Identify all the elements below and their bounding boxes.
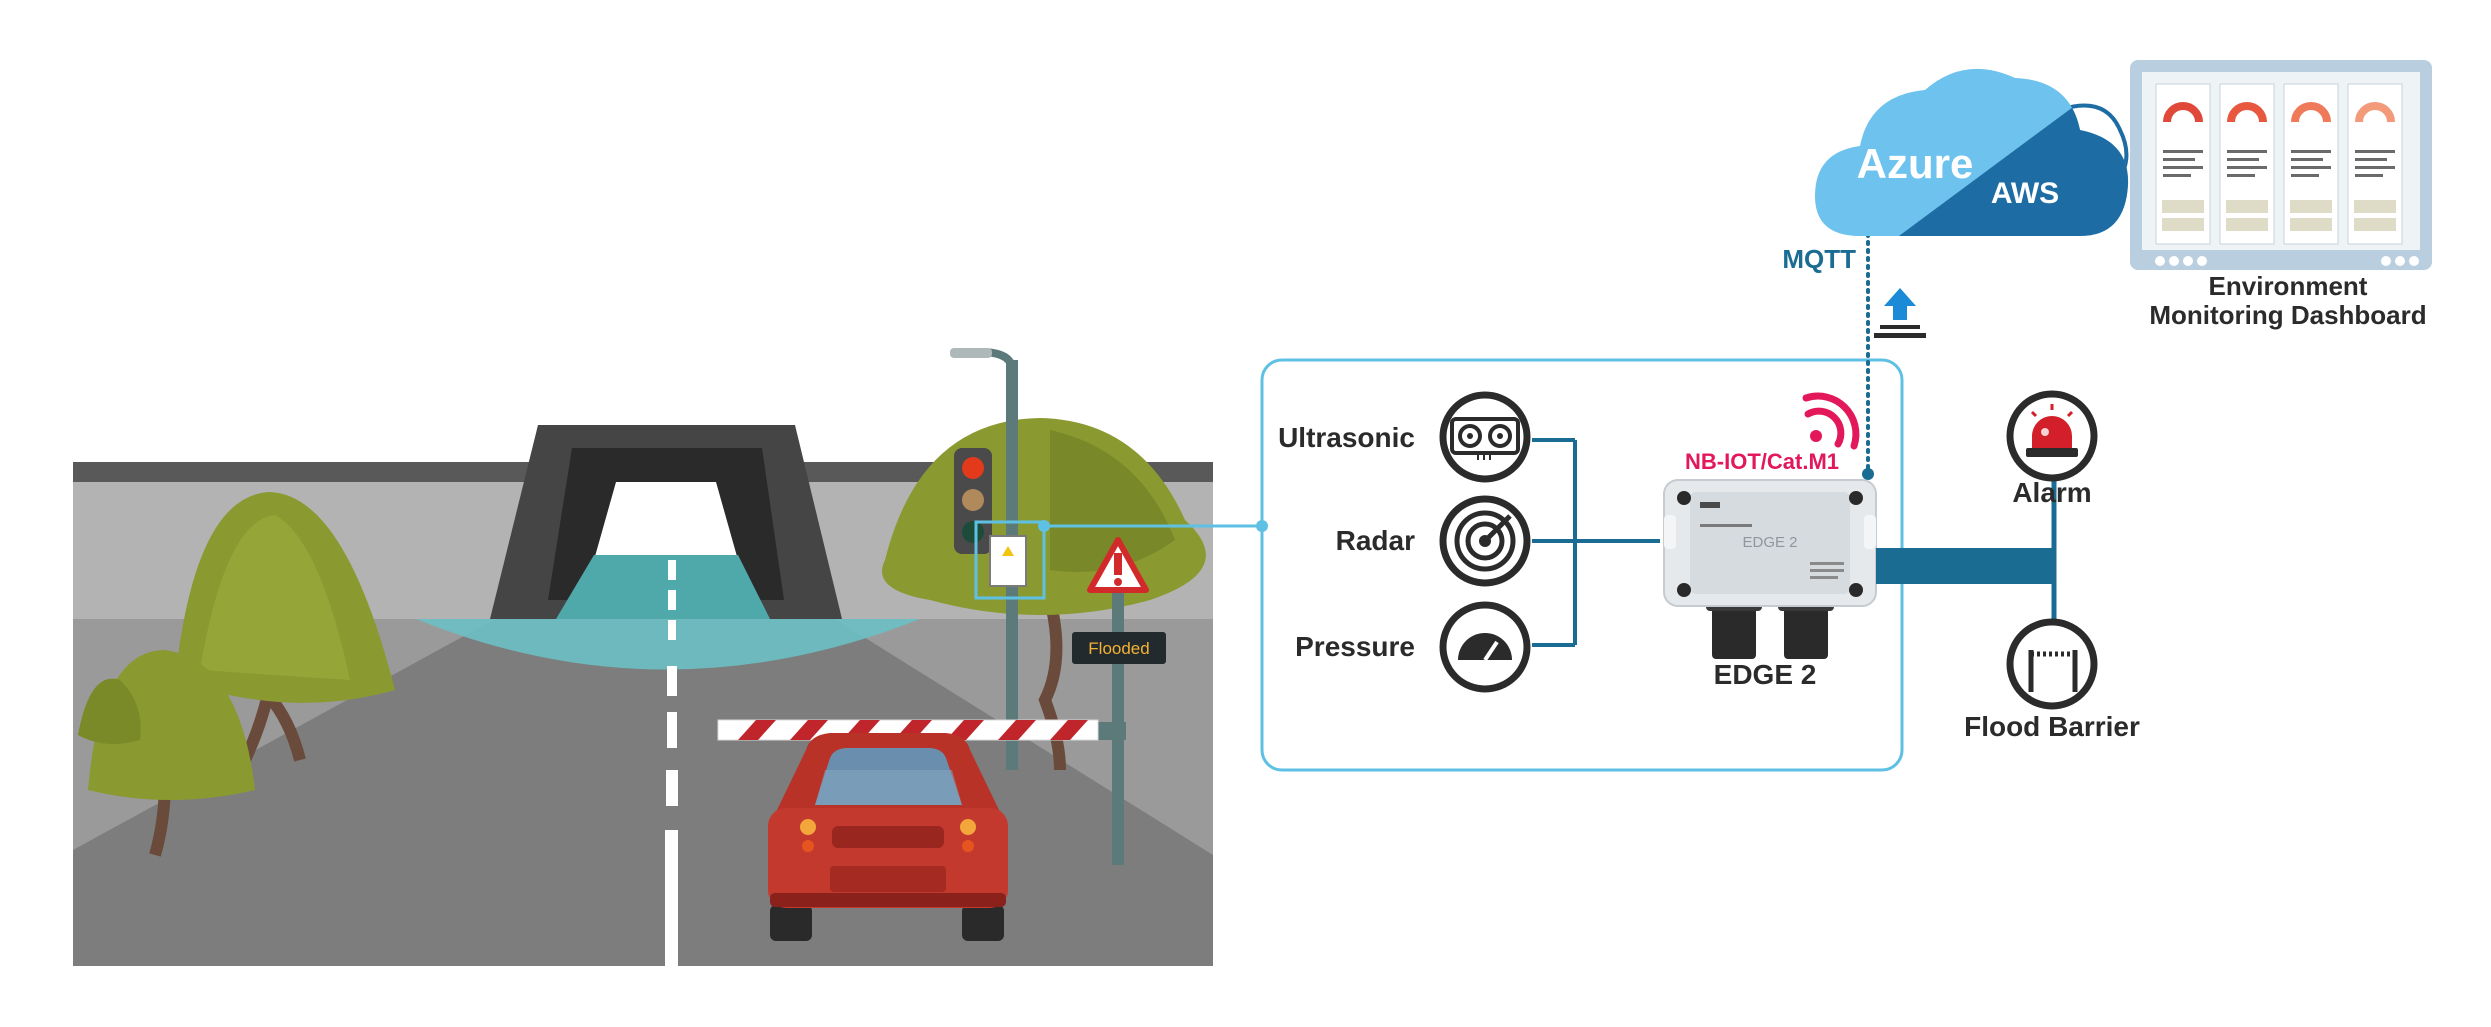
wireless-signal-icon	[1802, 392, 1860, 450]
tunnel-light	[594, 482, 738, 560]
dashboard-card	[2283, 83, 2339, 245]
lane-dash	[668, 590, 676, 610]
lane-dash	[668, 560, 676, 580]
traffic-light-green	[962, 521, 984, 543]
edge2-device: EDGE 2	[1663, 479, 1877, 659]
lane-markings	[665, 560, 678, 966]
output-bus	[1876, 548, 2054, 584]
connectivity-label: NB-IOT/Cat.M1	[1685, 449, 1839, 474]
control-cabinet	[989, 535, 1027, 587]
tree-small	[78, 650, 255, 857]
upload-icon	[1874, 288, 1926, 338]
sensor-highlight-box	[974, 520, 1046, 600]
warning-sign: Flooded	[1072, 537, 1166, 865]
road-scene: Flooded	[73, 348, 1213, 966]
sensor-label-pressure: Pressure	[1295, 631, 1415, 662]
cloud-icon: Azure AWS	[1815, 68, 2129, 237]
traffic-light-red	[962, 457, 984, 479]
sensor-bracket	[1532, 438, 1660, 647]
flood-barrier-label: Flood Barrier	[1964, 711, 2140, 742]
device-name-label: EDGE 2	[1714, 659, 1817, 690]
radar-icon	[1439, 495, 1531, 587]
road-barrier	[717, 719, 1126, 741]
flood-water-tunnel	[556, 555, 770, 619]
alarm-icon	[2006, 390, 2098, 482]
alarm-label: Alarm	[2012, 477, 2091, 508]
lane-dash	[668, 620, 676, 640]
dashboard-title-line1: Environment	[2209, 271, 2368, 301]
sensor-label-radar: Radar	[1336, 525, 1415, 556]
device-panel-label: EDGE 2	[1742, 534, 1797, 551]
cabinet-link-dot	[1038, 520, 1050, 532]
traffic-pole	[950, 348, 1046, 770]
lane-dash	[666, 770, 678, 806]
mqtt-uplink-dot	[1862, 468, 1874, 480]
dashboard-title-line2: Monitoring Dashboard	[2149, 300, 2426, 330]
cabinet-warning-icon	[1002, 546, 1014, 556]
flooded-sign-board	[1072, 632, 1166, 664]
dashboard-monitor	[2130, 60, 2432, 270]
pressure-gauge-icon	[1439, 601, 1531, 693]
sensor-label-ultrasonic: Ultrasonic	[1278, 422, 1415, 453]
lane-dash	[667, 666, 677, 696]
azure-label: Azure	[1857, 140, 1974, 187]
ultrasonic-sensor-icon	[1439, 391, 1531, 483]
traffic-light-amber	[962, 489, 984, 511]
flood-barrier-icon	[2006, 618, 2098, 710]
flooded-sign-text: Flooded	[1088, 639, 1149, 658]
dashboard-card	[2347, 83, 2403, 245]
dashboard-card	[2219, 83, 2275, 245]
dashboard-cards	[2155, 83, 2403, 245]
flood-water-outer	[416, 619, 920, 670]
mqtt-label: MQTT	[1782, 244, 1856, 274]
lane-line	[665, 830, 678, 966]
red-car	[768, 733, 1008, 941]
tree-large	[175, 492, 395, 773]
aws-label: AWS	[1991, 177, 2059, 210]
lane-dash	[667, 712, 677, 748]
dashboard-card	[2155, 83, 2211, 245]
